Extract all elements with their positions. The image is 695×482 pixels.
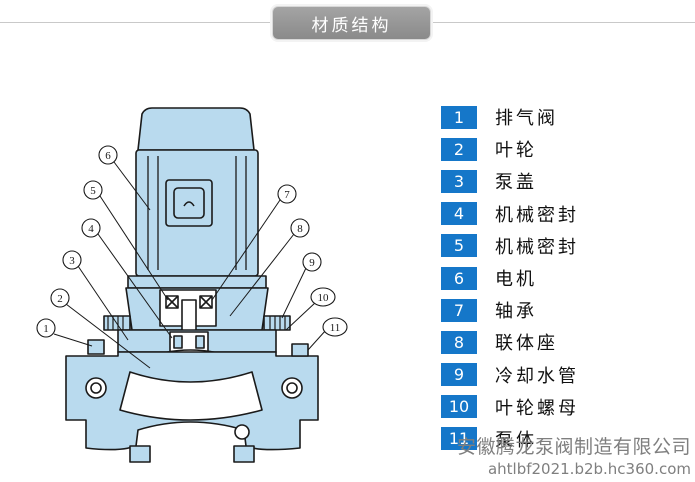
motor-flange xyxy=(127,275,267,289)
legend-label: 泵盖 xyxy=(495,172,537,194)
callout-label-5: 5 xyxy=(90,185,96,197)
legend-number-badge: 5 xyxy=(441,234,477,258)
legend-label: 轴承 xyxy=(495,301,537,323)
watermark-company: 安徽腾龙泵阀制造有限公司 xyxy=(456,436,691,458)
callout-4 xyxy=(81,218,101,238)
legend-label: 机械密封 xyxy=(495,236,579,258)
callout-label-1: 1 xyxy=(43,323,49,335)
legend-item: 10 叶轮螺母 xyxy=(441,391,691,423)
callout-label-10: 10 xyxy=(318,292,330,304)
callout-6 xyxy=(98,145,118,165)
legend-label: 叶轮 xyxy=(495,140,537,162)
pump-diagram: 1 2 3 4 5 6 7 8 9 10 11 xyxy=(0,88,370,482)
legend-item: 3 泵盖 xyxy=(441,165,691,197)
callout-5 xyxy=(83,180,103,200)
legend-item: 7 轴承 xyxy=(441,294,691,326)
legend-number-badge: 9 xyxy=(441,363,477,387)
callout-label-3: 3 xyxy=(69,255,75,267)
callout-label-11: 11 xyxy=(330,322,341,334)
legend-number-badge: 4 xyxy=(441,202,477,226)
parts-legend: 1 排气阀 2 叶轮 3 泵盖 4 机械密封 5 机械密封 6 电机 7 轴承 … xyxy=(441,101,691,455)
legend-number-badge: 11 xyxy=(441,427,477,451)
motor-top-cap xyxy=(137,107,255,151)
legend-label: 联体座 xyxy=(495,333,558,355)
legend-item: 11 泵体 xyxy=(441,423,691,455)
legend-label: 泵体 xyxy=(495,429,537,451)
legend-item: 6 电机 xyxy=(441,262,691,294)
legend-number-badge: 8 xyxy=(441,330,477,354)
section-title: 材质结构 xyxy=(272,6,431,40)
callout-1 xyxy=(36,318,56,338)
watermark-url: ahtlbf2021.b2b.hc360.com xyxy=(487,460,691,478)
callout-label-4: 4 xyxy=(88,223,94,235)
legend-item: 5 机械密封 xyxy=(441,230,691,262)
callout-label-2: 2 xyxy=(57,293,63,305)
legend-number-badge: 6 xyxy=(441,266,477,290)
legend-item: 9 冷却水管 xyxy=(441,359,691,391)
legend-number-badge: 7 xyxy=(441,298,477,322)
callout-10 xyxy=(310,287,336,307)
callout-2 xyxy=(50,288,70,308)
callout-8 xyxy=(290,218,310,238)
callout-3 xyxy=(62,250,82,270)
callout-7 xyxy=(277,184,297,204)
legend-label: 叶轮螺母 xyxy=(495,397,579,419)
terminal-box xyxy=(165,179,213,227)
legend-number-badge: 10 xyxy=(441,395,477,419)
legend-item: 4 机械密封 xyxy=(441,198,691,230)
callout-label-6: 6 xyxy=(105,150,111,162)
callout-label-9: 9 xyxy=(309,257,315,269)
callout-11 xyxy=(322,317,348,337)
callout-9 xyxy=(302,252,322,272)
callout-label-7: 7 xyxy=(284,189,290,201)
legend-number-badge: 1 xyxy=(441,105,477,129)
legend-item: 1 排气阀 xyxy=(441,101,691,133)
vent-valve xyxy=(87,339,105,355)
legend-item: 2 叶轮 xyxy=(441,133,691,165)
legend-number-badge: 2 xyxy=(441,137,477,161)
legend-label: 排气阀 xyxy=(495,108,558,130)
callout-label-8: 8 xyxy=(297,223,303,235)
legend-item: 8 联体座 xyxy=(441,326,691,358)
legend-label: 机械密封 xyxy=(495,204,579,226)
legend-label: 冷却水管 xyxy=(495,365,579,387)
legend-label: 电机 xyxy=(495,269,537,291)
watermark: 安徽腾龙泵阀制造有限公司 ahtlbf2021.b2b.hc360.com xyxy=(457,434,691,478)
legend-number-badge: 3 xyxy=(441,169,477,193)
